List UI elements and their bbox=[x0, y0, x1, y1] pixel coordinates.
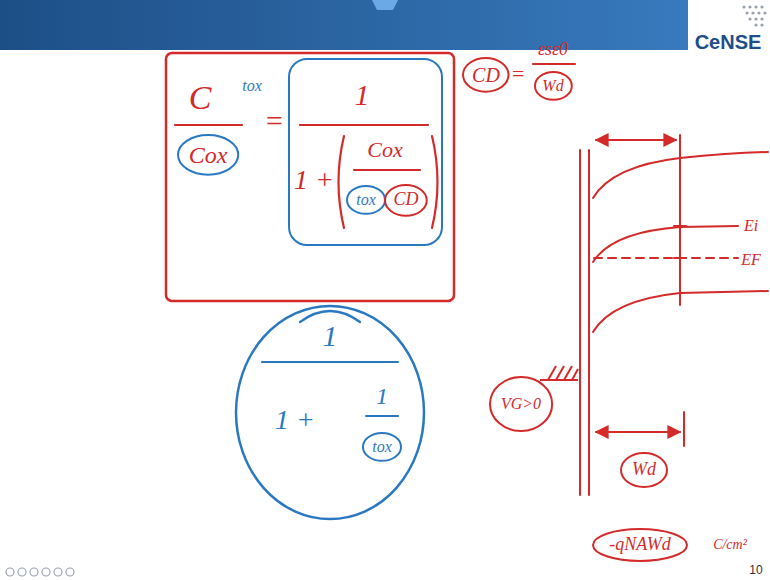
math-text: tox bbox=[372, 438, 392, 456]
box-border bbox=[289, 59, 442, 245]
circle-border bbox=[593, 529, 687, 561]
band-label: EF bbox=[741, 251, 761, 269]
math-text: Wd bbox=[542, 77, 563, 95]
permittivity-term: εsε0 bbox=[538, 40, 568, 60]
math-text: Cox bbox=[189, 142, 228, 168]
math-text: tox bbox=[242, 77, 262, 95]
band-diagram bbox=[580, 135, 768, 495]
math-text: 1 + bbox=[294, 165, 334, 196]
toolbar-icons bbox=[6, 568, 74, 576]
circle-border bbox=[347, 186, 385, 214]
math-text: CD bbox=[472, 64, 500, 86]
fraction-bars-blue bbox=[262, 311, 398, 416]
circled-term: tox bbox=[346, 185, 386, 215]
logo-dots bbox=[742, 5, 766, 26]
math-text: 1 bbox=[376, 383, 388, 409]
circle-border bbox=[178, 135, 238, 175]
circled-term: CD bbox=[462, 57, 510, 93]
circle-border bbox=[535, 72, 572, 100]
math-text: CD bbox=[393, 190, 418, 210]
math-text: Cox bbox=[367, 138, 402, 162]
equals-sign: = bbox=[511, 62, 526, 86]
gate-electrode bbox=[540, 366, 578, 380]
circled-term: VG>0 bbox=[489, 376, 553, 432]
header-band bbox=[0, 0, 770, 50]
circled-term: Cox bbox=[177, 134, 239, 176]
page-number: 10 bbox=[749, 564, 762, 577]
fraction-bars bbox=[175, 64, 575, 228]
limit-circle: 1 1 + 1 tox bbox=[235, 305, 425, 520]
circle-border bbox=[236, 306, 424, 519]
circled-term: -qNAWd bbox=[592, 528, 688, 562]
circle-border bbox=[490, 377, 552, 431]
equation-box: Ctox=Cox11 +CoxtoxCD bbox=[165, 52, 455, 302]
circle-border bbox=[363, 433, 401, 461]
math-text: C bbox=[189, 79, 212, 116]
math-text: -qNAWd bbox=[609, 535, 670, 555]
logo-ground bbox=[688, 0, 770, 56]
math-text: = bbox=[264, 104, 284, 137]
box-border bbox=[166, 53, 454, 301]
math-text: 1 + bbox=[275, 405, 315, 436]
math-text: tox bbox=[356, 191, 376, 209]
fraction-box: 1 1 + Cox tox CD bbox=[288, 58, 443, 246]
circle-border bbox=[621, 453, 667, 487]
circle-border bbox=[385, 185, 427, 216]
header-tab bbox=[372, 0, 398, 10]
circle-border bbox=[463, 58, 509, 92]
logo-text: CeNSE bbox=[695, 31, 762, 53]
math-text: VG>0 bbox=[501, 395, 541, 413]
circled-term: tox bbox=[362, 432, 402, 462]
band-label: Ei bbox=[744, 217, 758, 235]
math-text: Wd bbox=[632, 460, 656, 480]
math-text: 1 bbox=[323, 319, 338, 352]
unit-label: C/cm² bbox=[713, 537, 747, 552]
math-text: 1 bbox=[355, 78, 370, 111]
circled-term: CD bbox=[384, 184, 428, 217]
circled-term: Wd bbox=[534, 71, 573, 101]
circled-term: Wd bbox=[620, 452, 668, 488]
